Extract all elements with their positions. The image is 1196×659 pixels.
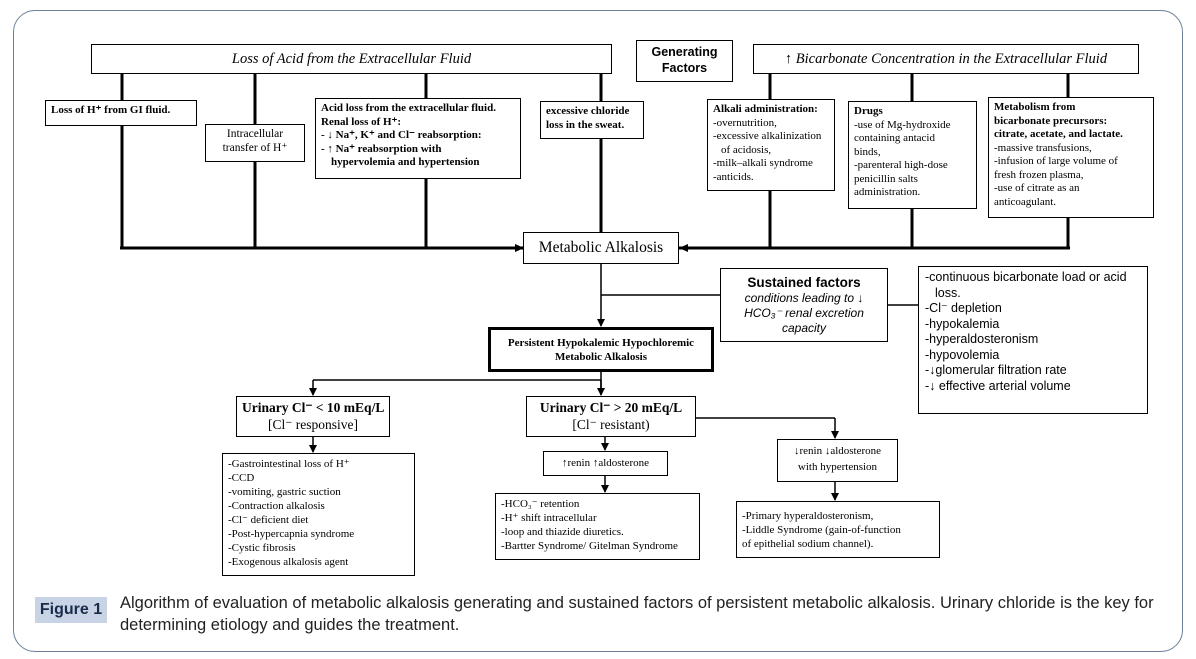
drugs-line-2: -use of Mg-hydroxide — [854, 118, 951, 131]
sustained-item-6: -hypovolemia — [925, 347, 1000, 362]
renin-up-item-4: -Bartter Syndrome/ Gitelman Syndrome — [501, 540, 678, 552]
responsive-list-box: -Gastrointestinal loss of H⁺ -CCD -vomit… — [222, 453, 415, 576]
responsive-item-6: -Post-hypercapnia syndrome — [228, 528, 355, 540]
sustained-item-8: -↓ effective arterial volume — [925, 378, 1071, 393]
chloride-sweat-box: excessive chloride loss in the sweat. — [540, 101, 644, 139]
generating-line-2: Factors — [661, 61, 708, 75]
sustained-item-7: -↓glomerular filtration rate — [925, 363, 1067, 377]
sustained-item-2: loss. — [935, 285, 961, 300]
renin-down-line-2: with hypertension — [797, 461, 878, 473]
metabolic-alkalosis-box: Metabolic Alkalosis — [523, 232, 679, 264]
alkali-line-4: of acidosis, — [721, 143, 772, 156]
urinary-high-sub: [Cl⁻ resistant) — [572, 416, 650, 432]
urinary-low-sub: [Cl⁻ responsive] — [268, 416, 358, 432]
acid-loss-renal-box: Acid loss from the extracellular fluid. … — [315, 98, 521, 179]
drugs-line-6: penicillin salts — [854, 172, 918, 185]
urinary-high-title: Urinary Cl⁻ > 20 mEq/L — [539, 400, 683, 415]
bicarbonate-header-text: ↑ Bicarbonate Concentration in the Extra… — [784, 51, 1108, 67]
renin-down-list-box: -Primary hyperaldosteronism, -Liddle Syn… — [736, 501, 940, 558]
sustained-sub-1: conditions leading to ↓ — [744, 291, 864, 305]
drugs-line-5: -parenteral high-dose — [854, 159, 948, 171]
sustained-item-5: -hyperaldosteronism — [925, 332, 1039, 346]
metabolic-alkalosis-text: Metabolic Alkalosis — [538, 239, 664, 256]
intracellular-box: Intracellular transfer of H⁺ — [205, 124, 305, 162]
persistent-box: Persistent Hypokalemic Hypochloremic Met… — [488, 327, 714, 372]
sustained-item-4: -hypokalemia — [925, 316, 1000, 331]
responsive-item-2: -CCD — [228, 472, 255, 484]
sustained-list-box: -continuous bicarbonate load or acid los… — [918, 266, 1148, 414]
renin-up-list-box: -HCO₃⁻ retention -H⁺ shift intracellular… — [495, 493, 700, 560]
alkali-line-2: -overnutrition, — [713, 116, 777, 129]
acid-loss-line-5: hypervolemia and hypertension — [331, 156, 480, 168]
metabolism-line-4: -massive transfusions, — [994, 141, 1092, 154]
chloride-sweat-line-2: loss in the sweat. — [546, 118, 625, 131]
alkali-line-3: -excessive alkalinization — [713, 130, 822, 142]
generating-line-1: Generating — [651, 45, 718, 59]
metabolism-line-5: -infusion of large volume of — [994, 155, 1118, 167]
drugs-box: Drugs -use of Mg-hydroxide containing an… — [848, 101, 977, 209]
acid-loss-line-1: Acid loss from the extracellular fluid. — [321, 102, 496, 114]
figure-caption: Algorithm of evaluation of metabolic alk… — [120, 594, 1154, 634]
drugs-line-1: Drugs — [854, 105, 883, 117]
acid-loss-line-2: Renal loss of H⁺: — [321, 115, 402, 128]
persistent-line-1: Persistent Hypokalemic Hypochloremic — [507, 337, 695, 349]
renin-down-item-2: -Liddle Syndrome (gain-of-function — [742, 524, 901, 536]
metabolism-line-3: citrate, acetate, and lactate. — [994, 128, 1123, 140]
metabolism-line-8: anticoagulant. — [994, 195, 1057, 208]
gi-loss-text: Loss of H⁺ from GI fluid. — [51, 104, 171, 116]
sustained-factors-box: Sustained factors conditions leading to … — [720, 268, 888, 342]
metabolism-line-2: bicarbonate precursors: — [994, 114, 1108, 127]
renin-down-item-1: -Primary hyperaldosteronism, — [742, 510, 874, 522]
renin-up-item-1: -HCO₃⁻ retention — [501, 498, 580, 510]
sustained-item-3: -Cl⁻ depletion — [925, 301, 1002, 315]
acid-loss-header: Loss of Acid from the Extracellular Flui… — [91, 44, 612, 74]
urinary-high-box: Urinary Cl⁻ > 20 mEq/L [Cl⁻ resistant) — [526, 396, 696, 437]
figure-label: Figure 1 — [35, 597, 107, 623]
renin-down-item-3: of epithelial sodium channel). — [742, 538, 874, 550]
intracellular-line-1: Intracellular — [226, 128, 284, 140]
renin-up-item-3: -loop and thiazide diuretics. — [501, 526, 624, 538]
alkali-line-6: -anticids. — [713, 170, 754, 183]
metabolism-box: Metabolism from bicarbonate precursors: … — [988, 97, 1154, 218]
renin-up-item-2: -H⁺ shift intracellular — [501, 512, 597, 524]
generating-factors-box: Generating Factors — [636, 40, 733, 82]
renin-down-box: ↓renin ↓aldosterone with hypertension — [777, 439, 898, 482]
sustained-sub-2: HCO₃⁻ renal excretion — [744, 306, 864, 320]
drugs-line-7: administration. — [854, 186, 921, 198]
renin-up-text: ↑renin ↑aldosterone — [561, 457, 650, 469]
responsive-item-5: -Cl⁻ deficient diet — [228, 514, 309, 526]
alkali-box: Alkali administration: -overnutrition, -… — [707, 99, 835, 191]
renin-up-box: ↑renin ↑aldosterone — [543, 451, 668, 476]
responsive-item-8: -Exogenous alkalosis agent — [228, 556, 349, 568]
acid-loss-line-4: - ↑ Na⁺ reabsorption with — [321, 142, 442, 155]
metabolism-line-7: -use of citrate as an — [994, 182, 1080, 194]
metabolism-line-1: Metabolism from — [994, 101, 1076, 113]
alkali-line-5: -milk–alkali syndrome — [713, 157, 813, 169]
drugs-line-4: binds, — [854, 145, 881, 158]
drugs-line-3: containing antacid — [854, 132, 935, 144]
renin-down-line-1: ↓renin ↓aldosterone — [793, 445, 882, 457]
metabolism-line-6: fresh frozen plasma, — [994, 168, 1084, 181]
sustained-title: Sustained factors — [747, 275, 861, 290]
responsive-item-4: -Contraction alkalosis — [228, 500, 325, 512]
urinary-low-title: Urinary Cl⁻ < 10 mEq/L — [242, 400, 385, 415]
acid-loss-header-text: Loss of Acid from the Extracellular Flui… — [231, 51, 472, 67]
responsive-item-7: -Cystic fibrosis — [228, 542, 296, 554]
sustained-sub-3: capacity — [781, 321, 827, 335]
acid-loss-line-3: - ↓ Na⁺, K⁺ and Cl⁻ reabsorption: — [321, 129, 482, 141]
alkali-line-1: Alkali administration: — [713, 103, 818, 115]
chloride-sweat-line-1: excessive chloride — [546, 105, 630, 117]
persistent-line-2: Metabolic Alkalosis — [555, 351, 647, 363]
gi-loss-box: Loss of H⁺ from GI fluid. — [45, 100, 197, 126]
sustained-item-1: -continuous bicarbonate load or acid — [925, 270, 1127, 284]
intracellular-line-2: transfer of H⁺ — [222, 141, 288, 154]
responsive-item-3: -vomiting, gastric suction — [228, 486, 341, 498]
bicarbonate-header: ↑ Bicarbonate Concentration in the Extra… — [753, 44, 1139, 74]
urinary-low-box: Urinary Cl⁻ < 10 mEq/L [Cl⁻ responsive] — [236, 396, 390, 437]
figure-frame — [13, 10, 1183, 652]
responsive-item-1: -Gastrointestinal loss of H⁺ — [228, 458, 350, 470]
